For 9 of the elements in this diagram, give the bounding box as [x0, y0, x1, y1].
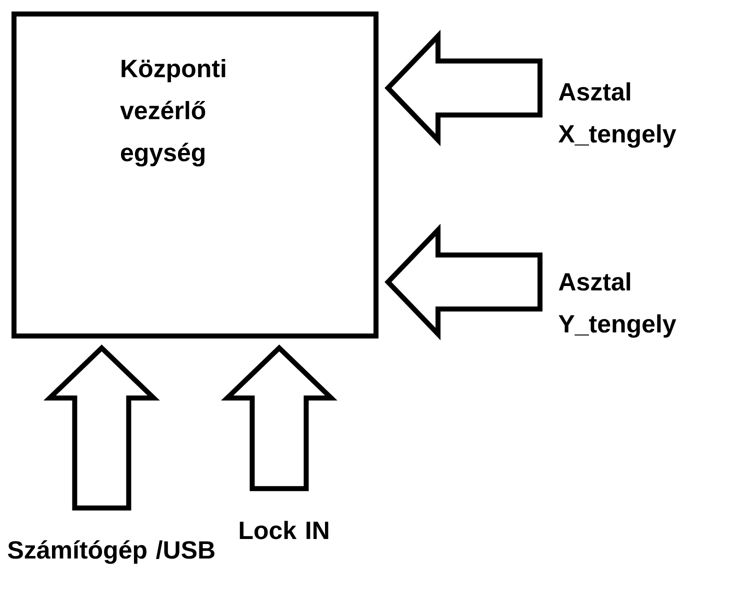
input-label: Számítógép /USB	[8, 540, 214, 564]
input-label: Asztal Y_tengely	[558, 272, 676, 338]
block-arrow	[384, 224, 542, 340]
input-label: Lock IN	[240, 520, 328, 540]
block-arrow	[221, 344, 338, 492]
block-arrow	[384, 30, 542, 146]
control-unit-box: Központi vezérlő egység	[12, 12, 378, 338]
block-arrow	[44, 344, 160, 510]
input-label: Asztal X_tengely	[558, 82, 676, 148]
